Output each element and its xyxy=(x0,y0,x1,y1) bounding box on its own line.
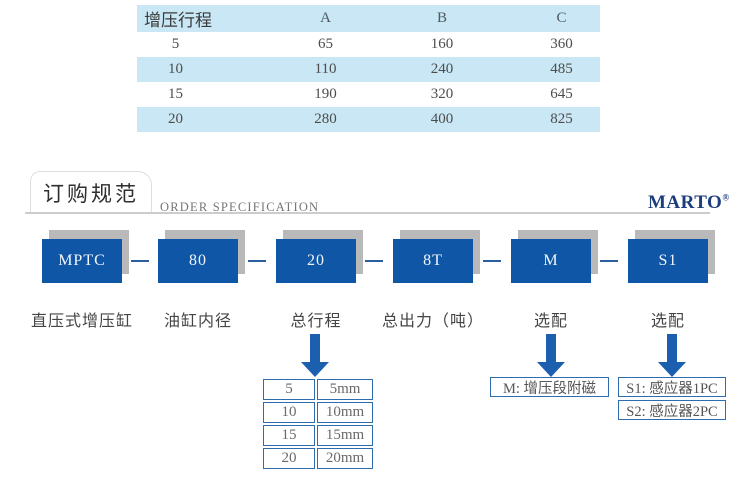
table-row: 10 110 240 485 xyxy=(137,57,600,82)
cell: 110 xyxy=(314,61,337,77)
code-box: S1 xyxy=(628,239,708,283)
code-segment-output: 8T 总出力（吨） xyxy=(382,230,483,330)
cell: 5 xyxy=(171,36,180,52)
stroke-value: 10 xyxy=(263,402,315,423)
column-header-a: A xyxy=(320,10,331,26)
connector-dash xyxy=(131,260,149,262)
registered-mark: ® xyxy=(722,192,730,203)
cell: 10 xyxy=(168,61,183,77)
cell: 320 xyxy=(430,86,454,102)
code-box: 8T xyxy=(393,239,473,283)
segment-label: 总出力（吨） xyxy=(381,313,484,330)
cell: 15 xyxy=(168,86,183,102)
stroke-mm: 5mm xyxy=(317,379,373,400)
cell: 485 xyxy=(550,61,573,77)
stroke-option-row: 10 10mm xyxy=(263,402,373,423)
stroke-mm: 15mm xyxy=(317,425,373,446)
brand-logo: MARTO® xyxy=(648,192,738,214)
option-sensor2-box: S2: 感应器2PC xyxy=(618,400,726,420)
cell: 825 xyxy=(550,111,573,127)
cell: 360 xyxy=(550,36,573,52)
code-box: MPTC xyxy=(42,239,122,283)
stroke-option-row: 5 5mm xyxy=(263,379,373,400)
connector-dash xyxy=(365,260,383,262)
connector-dash xyxy=(248,260,266,262)
stroke-options-table: 5 5mm 10 10mm 15 15mm 20 20mm xyxy=(261,377,375,471)
section-title-zh: 订购规范 xyxy=(43,181,139,206)
option-sensor1-box: S1: 感应器1PC xyxy=(618,377,726,397)
segment-label: 选配 xyxy=(650,313,685,330)
code-box: M xyxy=(511,239,591,283)
stroke-option-row: 20 20mm xyxy=(263,448,373,469)
connector-dash xyxy=(483,260,501,262)
cell: 400 xyxy=(430,111,454,127)
code-box: 80 xyxy=(158,239,238,283)
connector-dash xyxy=(600,260,618,262)
column-header-b: B xyxy=(436,10,447,26)
stroke-mm: 20mm xyxy=(317,448,373,469)
boost-stroke-table: 增压行程 A B C 5 65 160 360 10 110 240 485 1… xyxy=(137,5,600,132)
table-row: 5 65 160 360 xyxy=(137,32,600,57)
segment-label: 总行程 xyxy=(290,313,342,330)
brand-name: MARTO xyxy=(648,192,723,213)
segment-label: 选配 xyxy=(533,313,568,330)
code-segment-stroke: 20 总行程 xyxy=(276,230,363,330)
code-segment-sensor-option: S1 选配 xyxy=(628,230,715,330)
down-arrow-icon xyxy=(658,334,686,377)
column-header-stroke: 增压行程 xyxy=(144,11,212,30)
code-box: 20 xyxy=(276,239,356,283)
cell: 20 xyxy=(168,111,183,127)
cell: 240 xyxy=(430,61,454,77)
cell: 645 xyxy=(550,86,573,102)
code-segment-magnet-option: M 选配 xyxy=(511,230,598,330)
column-header-c: C xyxy=(556,10,567,26)
table-row: 20 280 400 825 xyxy=(137,107,600,132)
down-arrow-icon xyxy=(301,334,329,377)
segment-label: 油缸内径 xyxy=(163,313,232,330)
cell: 160 xyxy=(430,36,454,52)
cell: 280 xyxy=(314,111,337,127)
divider-line xyxy=(25,212,710,214)
down-arrow-icon xyxy=(537,334,565,377)
table-header-row: 增压行程 A B C xyxy=(137,5,600,32)
stroke-option-row: 15 15mm xyxy=(263,425,373,446)
option-magnet-box: M: 增压段附磁 xyxy=(490,377,609,397)
cell: 190 xyxy=(314,86,337,102)
segment-label: 直压式增压缸 xyxy=(30,313,133,330)
code-segment-mptc: MPTC 直压式增压缸 xyxy=(31,230,132,330)
code-segment-bore: 80 油缸内径 xyxy=(158,230,245,330)
section-tab: 订购规范 xyxy=(30,171,152,213)
stroke-mm: 10mm xyxy=(317,402,373,423)
table-row: 15 190 320 645 xyxy=(137,82,600,107)
stroke-value: 15 xyxy=(263,425,315,446)
cell: 65 xyxy=(318,36,333,52)
stroke-value: 5 xyxy=(263,379,315,400)
stroke-value: 20 xyxy=(263,448,315,469)
section-title-en: ORDER SPECIFICATION xyxy=(160,200,320,214)
